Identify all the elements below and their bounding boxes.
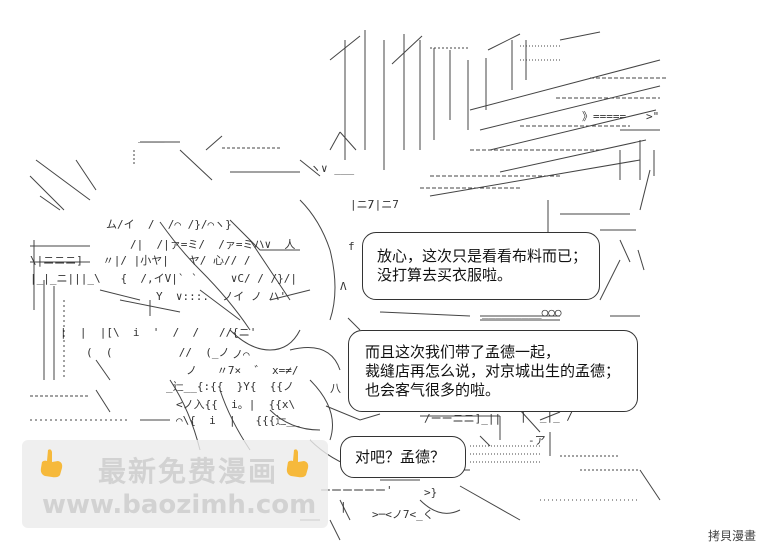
ascii-fragment: ____ [138, 130, 165, 143]
speech-bubble-question: 对吧？孟德？ [340, 436, 466, 478]
ascii-fragment: |ニ7 [350, 198, 375, 211]
bubble-line: 而且这次我们带了孟德一起， [365, 343, 561, 361]
ascii-fragment: /|ニ7 [368, 198, 399, 211]
watermark-banner: 最新免费漫画 www.baozimh.com [22, 440, 328, 528]
watermark-url: www.baozimh.com [42, 490, 317, 520]
ascii-fragment: _辷__{:{{ }Y{ {{ノ [166, 380, 294, 393]
ascii-fragment: _________○○○ [482, 306, 562, 319]
ascii-fragment: ノ 〃7× ゛ x=≠/ [186, 364, 299, 377]
bubble-line: 对吧？孟德？ [355, 448, 446, 466]
bubble-line: 裁缝店再怎么说，对京城出生的孟德； [365, 362, 621, 380]
ascii-fragment: | | |[\ i ' / / //{ニ' [60, 326, 257, 339]
ascii-fragment: |_|_ニ|||_\ { /,イV|` ` ∨C/ / /}/| [30, 272, 298, 285]
ascii-fragment: ーーーーーー' [320, 484, 393, 497]
ascii-fragment: f [348, 240, 355, 253]
ascii-fragment: 八 [330, 382, 341, 395]
ascii-fragment: >─<ノ7<_く [372, 508, 434, 521]
ascii-fragment: Λ [340, 280, 347, 293]
ascii-fragment: ヽ∨ ___ [310, 162, 355, 175]
ascii-fragment: | [340, 500, 347, 513]
speech-bubble-fabric: 放心，这次只是看看布料而已； 没打算去买衣服啦。 [362, 232, 600, 300]
ascii-fragment: ⌒\{ i | {{{辷__ [176, 414, 300, 427]
ascii-fragment: -ア [528, 434, 546, 447]
pointing-hand-icon [286, 449, 309, 478]
bubble-line: 放心，这次只是看看布料而已； [377, 247, 588, 265]
pointing-hand-icon [40, 449, 63, 478]
ascii-fragment: >} [424, 486, 438, 499]
ascii-fragment: /| /|ァ=ミ/ /ァ=ミハ∨ 人 [130, 238, 296, 251]
corner-label: 拷貝漫畫 [707, 529, 756, 543]
ascii-fragment: ノ⌒ [232, 348, 250, 361]
ascii-fragment: /ーーニニ]_|| [424, 412, 502, 425]
ascii-fragment: Y ∨:::. ノイ ノ ハ' [156, 290, 287, 303]
ascii-fragment: ( ( // (_ノ [86, 346, 230, 359]
ascii-fragment: \|ニニニ] 〃|/ |小ヤ| ヤ/ 心// / [30, 254, 251, 267]
bubble-line: 没打算去买衣服啦。 [377, 266, 513, 284]
ascii-fragment: <ノ入{{ i。| {{x\ [176, 398, 296, 411]
ascii-fragment: ム/イ / /⌒ /}/⌒ヽ} [106, 218, 232, 231]
speech-bubble-mengde: 而且这次我们带了孟德一起， 裁缝店再怎么说，对京城出生的孟德； 也会客气很多的啦… [348, 330, 638, 412]
watermark-title: 最新免费漫画 [98, 455, 279, 488]
ascii-fragment: 》===== >" [582, 110, 660, 123]
ascii-fragment: | _|_ / [520, 410, 573, 423]
bubble-line: 也会客气很多的啦。 [365, 381, 501, 399]
